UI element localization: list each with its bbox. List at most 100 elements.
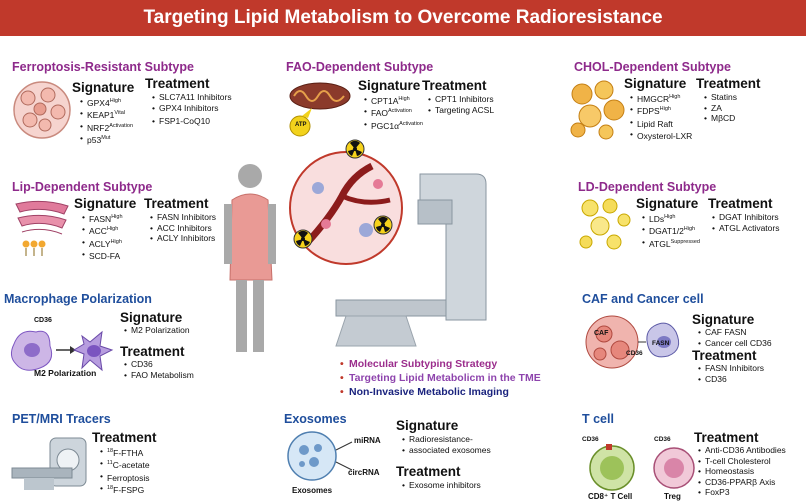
list-item: DGAT Inhibitors xyxy=(712,212,779,223)
list-item: CD36-PPARβ Axis xyxy=(698,477,786,488)
list-item: Statins xyxy=(704,92,737,103)
page-title: Targeting Lipid Metabolism to Overcome R… xyxy=(143,7,663,28)
list-item: Molecular Subtyping Strategy xyxy=(340,357,541,371)
list-item: Homeostasis xyxy=(698,466,786,477)
macrophage-cd36-label: CD36 xyxy=(34,317,52,324)
er-membrane-illustration xyxy=(15,200,69,256)
central-illustration xyxy=(224,139,566,352)
macrophage-signature-header: Signature xyxy=(120,310,183,325)
caf-signature-list: CAF FASN Cancer cell CD36 xyxy=(698,327,772,348)
list-item: associated exosomes xyxy=(402,445,491,456)
radiation-icon xyxy=(373,215,393,235)
list-item: SLC7A11 Inhibitors xyxy=(152,92,232,103)
list-item: PGC1αActivation xyxy=(364,119,423,131)
chol-title: CHOL-Dependent Subtype xyxy=(574,60,731,74)
list-item: ACLYHigh xyxy=(82,237,123,249)
list-item: CPT1 Inhibitors xyxy=(428,94,494,105)
list-item: CD36 xyxy=(124,359,194,370)
lipid-droplets-illustration xyxy=(570,80,625,140)
exosomes-panel: Exosomes Exosomes miRNA circRNA Signatur… xyxy=(284,412,524,502)
list-item: CPT1AHigh xyxy=(364,94,423,106)
ld-treatment-list: DGAT Inhibitors ATGL Activators xyxy=(712,212,779,233)
list-item: KEAP1Vital xyxy=(80,108,133,120)
pet-panel: PET/MRI Tracers Treatment 18F-FTHA 11C-a… xyxy=(11,412,222,502)
list-item: FAOActivation xyxy=(364,106,423,118)
caf-cd36-label: CD36 xyxy=(626,350,643,357)
macrophage-illustration xyxy=(10,330,114,372)
fao-title: FAO-Dependent Subtype xyxy=(286,60,434,74)
tumor-microenvironment-illustration xyxy=(289,151,403,265)
macrophage-treatment-header: Treatment xyxy=(120,344,185,359)
list-item: Oxysterol-LXR xyxy=(630,129,692,141)
chol-panel: CHOL-Dependent Subtype Signature HMGCRHi… xyxy=(566,60,802,155)
tcell-treatment-list: Anti-CD36 Antibodies T-cell Cholesterol … xyxy=(698,445,786,498)
list-item: Non-Invasive Metabolic Imaging xyxy=(340,385,541,399)
list-item: ATGL Activators xyxy=(712,223,779,234)
radiation-icon xyxy=(345,139,365,159)
tcell-title: T cell xyxy=(582,412,614,426)
tcell-panel: T cell CD36 CD8⁺ T Cell CD36 Treg Treatm… xyxy=(582,412,802,502)
fao-treatment-header: Treatment xyxy=(422,78,487,93)
pet-treatment-header: Treatment xyxy=(92,430,157,445)
list-item: T-cell Cholesterol xyxy=(698,456,786,467)
list-item: FoxP3 xyxy=(698,487,786,498)
macrophage-signature-list: M2 Polarization xyxy=(124,325,190,336)
list-item: DGAT1/2High xyxy=(642,224,700,236)
list-item: Cancer cell CD36 xyxy=(698,338,772,349)
list-item: Ferroptosis xyxy=(100,471,150,483)
exosomes-treatment-header: Treatment xyxy=(396,464,461,479)
chol-treatment-header: Treatment xyxy=(696,76,761,91)
list-item: Exosome inhibitors xyxy=(402,480,481,491)
list-item: Targeting ACSL xyxy=(428,105,494,116)
caf-signature-header: Signature xyxy=(692,312,755,327)
lipid-droplet-cluster-illustration xyxy=(579,198,631,250)
list-item: HMGCRHigh xyxy=(630,92,692,104)
exosomes-cell-label: Exosomes xyxy=(292,486,333,495)
lip-panel: Lip-Dependent Subtype Signature FASNHigh… xyxy=(12,180,242,261)
caf-treatment-list: FASN Inhibitors CD36 xyxy=(698,363,764,384)
list-item: ACC Inhibitors xyxy=(150,223,216,234)
fao-signature-header: Signature xyxy=(358,78,421,93)
chol-treatment-list: Statins ZA MβCD xyxy=(704,92,737,124)
caf-label: CAF xyxy=(594,330,609,337)
ld-title: LD-Dependent Subtype xyxy=(578,180,717,194)
mirna-label: miRNA xyxy=(354,436,381,445)
caf-fasn-label: FASN xyxy=(652,340,670,347)
list-item: Lipid Raft xyxy=(630,117,692,129)
ferroptosis-panel: Ferroptosis-Resistant Subtype Signature … xyxy=(12,60,277,155)
ferroptosis-treatment-header: Treatment xyxy=(145,76,210,91)
cd8-tcell-illustration xyxy=(589,444,635,491)
list-item: FASN Inhibitors xyxy=(698,363,764,374)
list-item: FAO Metabolism xyxy=(124,370,194,381)
tcell-treatment-header: Treatment xyxy=(694,430,759,445)
list-item: p53Mut xyxy=(80,133,133,145)
lip-treatment-list: FASN Inhibitors ACC Inhibitors ACLY Inhi… xyxy=(150,212,216,244)
treg-label: Treg xyxy=(664,492,681,501)
list-item: FASNHigh xyxy=(82,212,123,224)
ld-treatment-header: Treatment xyxy=(708,196,773,211)
list-item: CAF FASN xyxy=(698,327,772,338)
caf-panel: CAF and Cancer cell CAF CD36 FASN Signat… xyxy=(582,292,802,387)
caf-cancer-cell-illustration xyxy=(585,315,680,369)
list-item: GPX4 Inhibitors xyxy=(152,103,232,114)
radiation-icon xyxy=(293,229,313,249)
fao-panel: FAO-Dependent Subtype ATP Signature CPT1… xyxy=(286,60,526,145)
macrophage-treatment-list: CD36 FAO Metabolism xyxy=(124,359,194,380)
exosomes-signature-header: Signature xyxy=(396,418,459,433)
atp-label: ATP xyxy=(295,122,307,128)
strategy-list: Molecular Subtyping Strategy Targeting L… xyxy=(340,357,541,399)
list-item: FSP1-CoQ10 xyxy=(152,116,232,127)
list-item: Targeting Lipid Metabolicm in the TME xyxy=(340,371,541,385)
lip-title: Lip-Dependent Subtype xyxy=(12,180,153,194)
list-item: ACCHigh xyxy=(82,224,123,236)
lip-signature-header: Signature xyxy=(74,196,137,211)
pet-scanner-illustration xyxy=(11,437,87,490)
chol-signature-header: Signature xyxy=(624,76,687,91)
list-item: M2 Polarization xyxy=(124,325,190,336)
list-item: FASN Inhibitors xyxy=(150,212,216,223)
fao-signature-list: CPT1AHigh FAOActivation PGC1αActivation xyxy=(364,94,423,131)
list-item: 18F-FTHA xyxy=(100,446,150,458)
exosomes-title: Exosomes xyxy=(284,412,347,426)
caf-title: CAF and Cancer cell xyxy=(582,292,704,306)
page-title-banner: Targeting Lipid Metabolism to Overcome R… xyxy=(0,0,806,36)
